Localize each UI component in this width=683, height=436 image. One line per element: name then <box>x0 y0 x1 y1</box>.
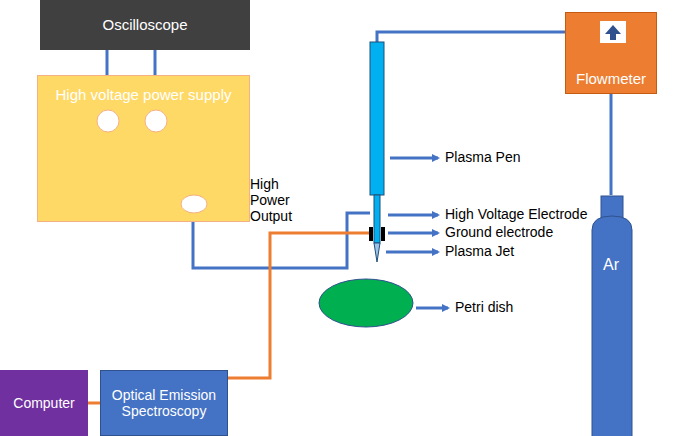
computer-box: Computer <box>0 370 88 436</box>
node-text: Oscilloscope <box>102 16 187 33</box>
cylinder-valve <box>601 196 623 218</box>
node-text: Optical Emission Spectroscopy <box>105 387 223 419</box>
ground-electrode <box>369 227 373 241</box>
callout-arrow <box>388 214 438 217</box>
connector-line <box>88 402 100 405</box>
flow-arrow <box>605 25 621 40</box>
callout-arrow <box>388 232 438 235</box>
node-text: Computer <box>13 395 74 411</box>
instrument-box: Oscilloscope <box>40 0 250 50</box>
callout-label: Ground electrode <box>445 224 595 240</box>
spectrometer-box: Optical Emission Spectroscopy <box>100 370 228 436</box>
output-jack <box>181 195 207 213</box>
callout-arrow <box>416 307 448 310</box>
flow-indicator <box>600 21 626 43</box>
callout-label: High Power Output <box>250 176 312 224</box>
node-text: Ar <box>603 256 619 274</box>
callout-arrow <box>386 251 438 254</box>
pen-tube <box>374 195 380 243</box>
ground-electrode <box>381 227 385 241</box>
input-jack <box>97 110 119 132</box>
node-text: High voltage power supply <box>56 86 232 103</box>
petri-dish <box>319 279 413 327</box>
plasma-jet <box>374 243 380 262</box>
callout-label: Petri dish <box>455 299 555 315</box>
gas-tube <box>377 32 566 42</box>
cylinder-body <box>592 216 632 436</box>
callout-label: High Voltage Electrode <box>445 206 615 222</box>
callout-label: Plasma Pen <box>445 149 565 165</box>
node-text: Flowmeter <box>576 70 646 87</box>
callout-label: Plasma Jet <box>445 243 565 259</box>
flowmeter-box: Flowmeter <box>565 12 657 94</box>
power-supply-box: High voltage power supply <box>37 75 250 222</box>
connector-line <box>610 94 613 195</box>
plasma-pen <box>370 42 384 195</box>
gas-cylinder: Ar <box>590 195 632 436</box>
callout-arrow <box>390 157 438 160</box>
input-jack <box>145 110 167 132</box>
cyl-decoration <box>591 196 631 435</box>
